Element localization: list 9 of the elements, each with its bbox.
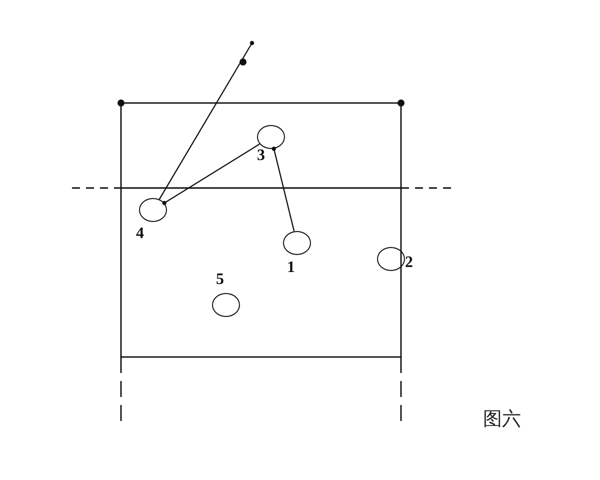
trajectory-line (162, 144, 260, 206)
player-number: 1 (287, 260, 295, 276)
trajectory-line (272, 146, 295, 232)
player-number: 2 (405, 255, 413, 271)
trajectory-line (158, 40, 254, 200)
player-number: 4 (136, 226, 144, 242)
player-number: 3 (257, 148, 265, 164)
player-number: 5 (216, 272, 224, 288)
figure-caption: 图六 (483, 407, 521, 432)
